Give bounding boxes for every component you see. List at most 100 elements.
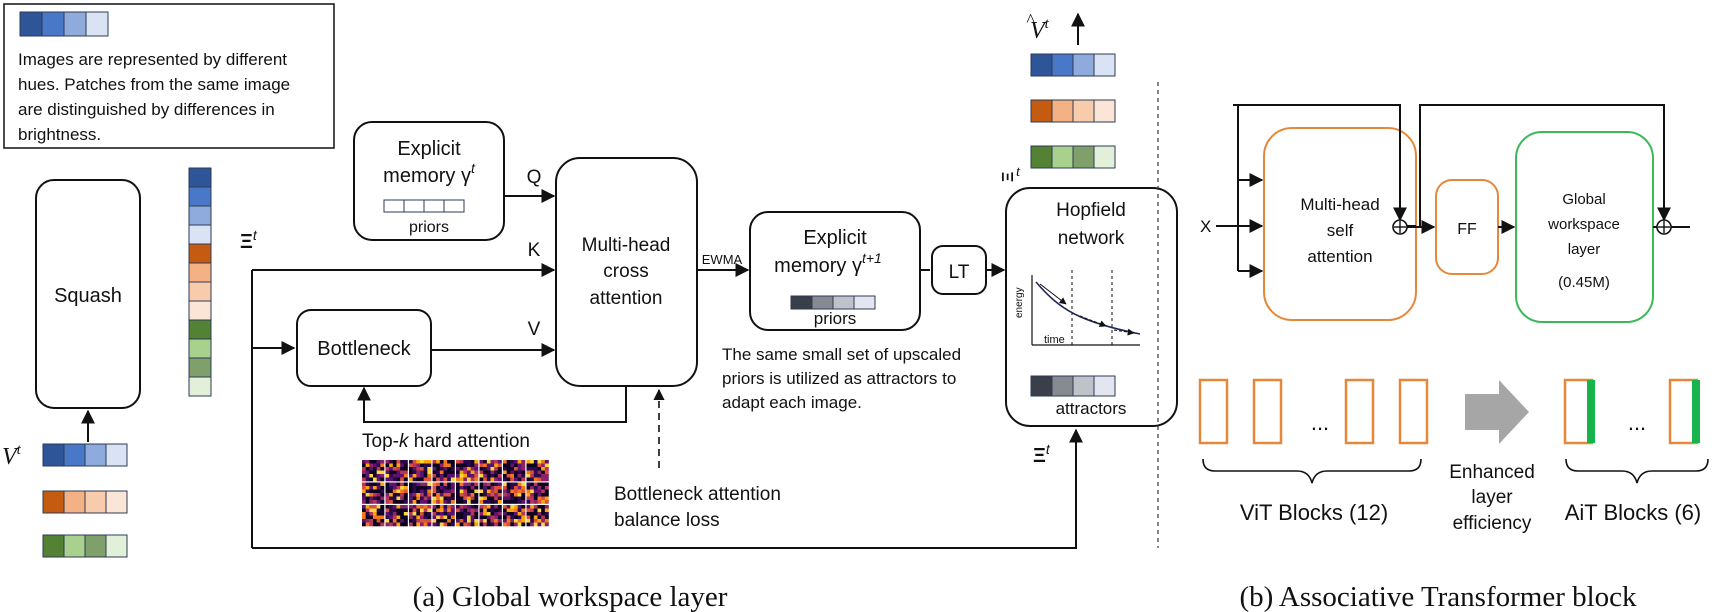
attention-map-pixel xyxy=(365,522,370,527)
attention-map-pixel xyxy=(517,522,522,527)
attractor xyxy=(1030,375,1116,397)
attention-map-pixel xyxy=(521,522,526,527)
attention-map-pixel xyxy=(459,508,464,513)
attention-map-pixel xyxy=(463,508,468,513)
attention-map-pixel xyxy=(530,477,535,482)
attention-map-pixel xyxy=(514,522,518,527)
attention-map-pixel xyxy=(450,505,455,509)
attention-map-pixel xyxy=(541,493,546,497)
topk-label: Top-k hard attention xyxy=(362,431,530,452)
attention-map-tile xyxy=(503,460,526,482)
attention-map-pixel xyxy=(373,470,377,475)
attention-map-pixel xyxy=(533,486,538,490)
attention-map-pixel xyxy=(506,515,511,520)
attention-map-pixel xyxy=(530,489,535,494)
attention-map-pixel xyxy=(459,489,464,494)
attention-map-pixel xyxy=(427,496,432,501)
attention-map-pixel xyxy=(400,486,405,490)
attention-map-pixel xyxy=(483,467,488,471)
attention-map-pixel xyxy=(526,460,531,464)
attention-map-pixel xyxy=(439,477,444,482)
attractor-cell xyxy=(1030,375,1053,397)
attention-map-pixel xyxy=(369,467,374,471)
attention-map-pixel xyxy=(483,508,488,513)
attention-map-pixel xyxy=(470,500,475,504)
vit-block-2 xyxy=(1252,378,1283,445)
attention-map-pixel xyxy=(510,474,515,478)
vt-orange-row-cell xyxy=(42,490,65,514)
output-orange-row xyxy=(1030,99,1116,123)
vit-ellipsis: ... xyxy=(1311,410,1329,435)
attention-map-pixel xyxy=(403,519,408,523)
attention-map-pixel xyxy=(506,500,511,504)
attention-map-pixel xyxy=(463,460,468,464)
attention-map-pixel xyxy=(490,482,495,487)
attention-map-pixel xyxy=(483,482,488,487)
attention-map-pixel xyxy=(479,463,484,468)
attention-map-pixel xyxy=(380,463,385,468)
attention-map-pixel xyxy=(420,463,424,468)
vt-green-row-cell xyxy=(63,534,86,558)
output-blue-row-cell xyxy=(1051,53,1074,77)
attention-map-pixel xyxy=(521,489,526,494)
attention-map-pixel xyxy=(521,500,526,504)
attention-map-pixel xyxy=(412,482,417,487)
priors-note-line2: priors is utilized as attractors to xyxy=(722,369,956,388)
attention-map-pixel xyxy=(447,505,452,509)
attention-map-pixel xyxy=(396,500,401,504)
attention-map-pixel xyxy=(521,463,526,468)
output-orange-row-cell xyxy=(1051,99,1074,123)
attention-map-pixel xyxy=(503,477,507,482)
attention-map-pixel xyxy=(443,505,448,509)
attention-map-pixel xyxy=(443,500,448,504)
attention-map-pixel xyxy=(403,489,408,494)
memory-next-prior-cell xyxy=(811,295,834,310)
attention-map-pixel xyxy=(497,519,502,523)
attention-map-tile xyxy=(479,460,502,482)
attention-map-pixel xyxy=(376,519,381,523)
attention-map-pixel xyxy=(503,470,507,475)
attention-map-pixel xyxy=(439,470,444,475)
attention-map-pixel xyxy=(506,460,511,464)
attention-map-pixel xyxy=(474,463,479,468)
attention-map-pixel xyxy=(376,463,381,468)
attention-map-pixel xyxy=(490,467,495,471)
vhat-label: Vt xyxy=(1030,16,1050,44)
mhsa-line1: Multi-head xyxy=(1300,195,1379,214)
attention-map-pixel xyxy=(463,486,468,490)
attention-map-pixel xyxy=(541,496,546,501)
attention-map-pixel xyxy=(463,515,468,520)
attention-map-pixel xyxy=(517,463,522,468)
attention-map-pixel xyxy=(510,482,515,487)
attention-map-pixel xyxy=(450,477,455,482)
attention-map-pixel xyxy=(443,460,448,464)
attention-map-pixel xyxy=(541,515,546,520)
attention-map-pixel xyxy=(459,477,464,482)
attention-map-pixel xyxy=(537,489,542,494)
attention-map-pixel xyxy=(409,508,413,513)
attention-map-pixel xyxy=(376,489,381,494)
attention-map-pixel xyxy=(541,467,546,471)
attention-map-pixel xyxy=(443,486,448,490)
xi-stack-column-cell xyxy=(188,319,212,340)
q-label: Q xyxy=(527,167,542,188)
attention-map-pixel xyxy=(439,467,444,471)
attention-map-pixel xyxy=(537,496,542,501)
attention-map-pixel xyxy=(409,486,413,490)
panel-b: X Multi-head self attention FF Global wo… xyxy=(1198,104,1709,612)
mhca-line2: cross xyxy=(603,261,648,282)
attention-map-pixel xyxy=(396,482,401,487)
attention-map-pixel xyxy=(533,496,538,501)
attention-map-pixel xyxy=(373,508,377,513)
attention-map-pixel xyxy=(396,512,401,516)
attention-map-pixel xyxy=(450,482,455,487)
attention-map-pixel xyxy=(439,519,444,523)
xi-bottom-label: Ξt xyxy=(1033,441,1051,467)
attention-map-pixel xyxy=(412,496,417,501)
attention-map-pixel xyxy=(459,463,464,468)
xi-stack-column-cell xyxy=(188,262,212,283)
attention-map-pixel xyxy=(420,522,424,527)
attention-map-pixel xyxy=(521,467,526,471)
attention-map-pixel xyxy=(521,512,526,516)
attention-map-pixel xyxy=(467,467,471,471)
